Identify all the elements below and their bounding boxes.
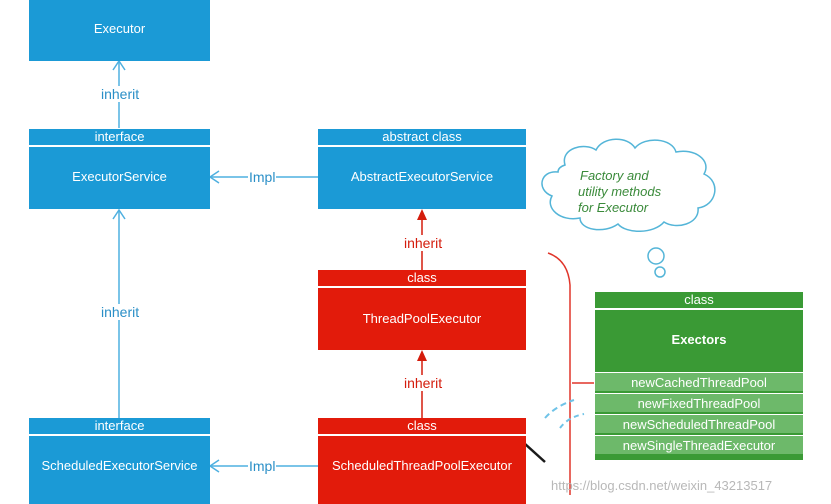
- inherit-label-scheduled: inherit: [100, 304, 141, 320]
- inherit-label-abstract: inherit: [403, 235, 444, 251]
- method-new-scheduled-thread-pool: newScheduledThreadPool: [595, 414, 803, 433]
- method-new-single-thread-executor: newSingleThreadExecutor: [595, 435, 803, 454]
- cloud-line-3: for Executor: [578, 200, 649, 215]
- executors-box: class Exectors newCachedThreadPool newFi…: [595, 292, 803, 460]
- inherit-label-threadpool: inherit: [403, 375, 444, 391]
- scheduled-executor-service-stereotype: interface: [29, 418, 210, 436]
- executor-title: Executor: [93, 21, 146, 36]
- executor-service-stereotype: interface: [29, 129, 210, 147]
- method-new-fixed-thread-pool: newFixedThreadPool: [595, 393, 803, 412]
- impl-label-bottom: Impl: [248, 458, 277, 474]
- scheduled-thread-pool-executor-title: ScheduledThreadPoolExecutor: [332, 458, 512, 473]
- executor-box: Executor: [29, 0, 210, 61]
- cloud-note: Factory and utility methods for Executor: [570, 168, 690, 216]
- brace-bracket: [547, 252, 571, 495]
- impl-label-top: Impl: [248, 169, 277, 185]
- scheduled-thread-pool-executor-stereotype: class: [318, 418, 526, 436]
- abstract-executor-service-box: abstract class AbstractExecutorService: [318, 129, 526, 209]
- executors-stereotype: class: [595, 292, 803, 310]
- thought-cloud: [541, 138, 716, 232]
- executors-title: Exectors: [671, 332, 727, 347]
- cloud-line-1: Factory and: [580, 168, 649, 183]
- executor-service-title: ExecutorService: [72, 169, 167, 184]
- method-new-cached-thread-pool: newCachedThreadPool: [595, 372, 803, 391]
- watermark: https://blog.csdn.net/weixin_43213517: [551, 478, 773, 493]
- inherit-label-executor: inherit: [100, 86, 141, 102]
- cloud-line-2: utility methods: [578, 184, 662, 199]
- thread-pool-executor-stereotype: class: [318, 270, 526, 288]
- thread-pool-executor-box: class ThreadPoolExecutor: [318, 270, 526, 350]
- thought-bubble-large: [647, 247, 665, 265]
- abstract-executor-service-stereotype: abstract class: [318, 129, 526, 147]
- abstract-executor-service-title: AbstractExecutorService: [350, 169, 494, 184]
- scheduled-executor-service-box: interface ScheduledExecutorService: [29, 418, 210, 504]
- executor-service-box: interface ExecutorService: [29, 129, 210, 209]
- thread-pool-executor-title: ThreadPoolExecutor: [362, 311, 482, 326]
- scheduled-thread-pool-executor-box: class ScheduledThreadPoolExecutor: [318, 418, 526, 504]
- scheduled-executor-service-title: ScheduledExecutorService: [41, 458, 198, 473]
- thought-bubble-small: [654, 266, 666, 278]
